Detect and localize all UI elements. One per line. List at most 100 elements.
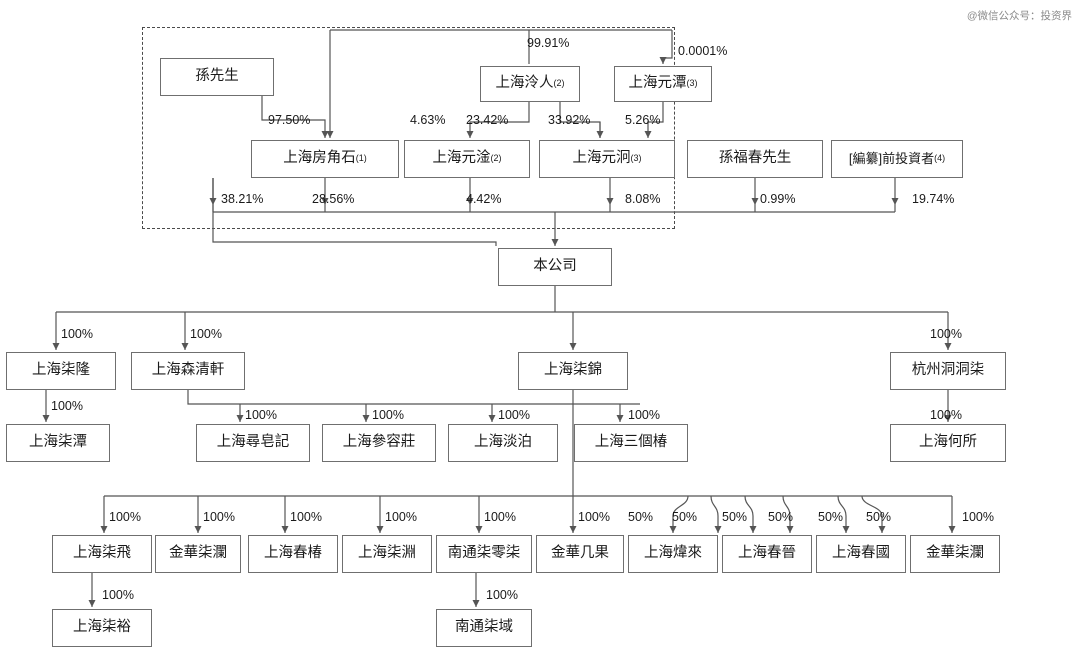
- node-sangechun[interactable]: 上海三個椿: [574, 424, 688, 462]
- node-sup: (2): [553, 78, 565, 89]
- pct-label: 33.92%: [548, 113, 590, 127]
- pct-text: 97.50%: [268, 113, 311, 127]
- pct-label: 100%: [930, 408, 962, 422]
- node-qifei[interactable]: 上海柒飛: [52, 535, 152, 573]
- node-qitan[interactable]: 上海柒潭: [6, 424, 110, 462]
- pct-label: 38.21%: [221, 192, 263, 206]
- node-label: 金華柒瀾: [926, 545, 984, 562]
- node-qilong[interactable]: 上海柒隆: [6, 352, 116, 390]
- pct-label: 23.42%: [466, 113, 508, 127]
- pct-text: 100%: [245, 408, 277, 422]
- node-label: 上海元淦: [432, 150, 491, 167]
- node-label: 孫先生: [195, 68, 239, 85]
- node-danbo[interactable]: 上海淡泊: [448, 424, 558, 462]
- pct-text: 100%: [51, 399, 83, 413]
- pct-text: 50%: [818, 510, 844, 524]
- pct-text: 23.42%: [466, 113, 509, 127]
- node-yuanquan[interactable]: 上海元淦(2): [404, 140, 530, 178]
- pct-text: 100%: [372, 408, 404, 422]
- pct-label: 100%: [486, 588, 518, 602]
- node-yuanjiong[interactable]: 上海元泂(3): [539, 140, 675, 178]
- node-chunguo[interactable]: 上海春國: [816, 535, 906, 573]
- pct-label: 19.74%: [912, 192, 954, 206]
- node-label: 杭州洞洞柒: [911, 362, 985, 379]
- node-label: 上海柒隆: [32, 362, 90, 379]
- node-jinhua-qilan[interactable]: 金華柒瀾: [155, 535, 241, 573]
- pct-label: 100%: [498, 408, 530, 422]
- pct-label: 100%: [109, 510, 141, 524]
- pct-text: 100%: [930, 408, 962, 422]
- node-label: 上海房角石: [283, 150, 356, 167]
- node-label: 南通柒零柒: [447, 545, 521, 562]
- pct-text: 99.91%: [527, 36, 570, 50]
- node-label: 上海春晉: [738, 545, 796, 562]
- node-label: 上海柒淵: [358, 545, 416, 562]
- node-pre-investor[interactable]: [編纂]前投資者(4): [831, 140, 963, 178]
- node-label: 上海元潭: [628, 75, 687, 92]
- node-sun[interactable]: 孫先生: [160, 58, 274, 96]
- node-nantong-qiyu[interactable]: 南通柒域: [436, 609, 532, 647]
- node-jinhua-qilan-2[interactable]: 金華柒瀾: [910, 535, 1000, 573]
- pct-label: 50%: [818, 510, 843, 524]
- pct-label: 97.50%: [268, 113, 310, 127]
- node-label: 金華柒瀾: [169, 545, 227, 562]
- pct-label: 0.99%: [760, 192, 795, 206]
- node-label: 南通柒域: [455, 619, 513, 636]
- pct-text: 100%: [61, 327, 93, 341]
- pct-label: 4.63%: [410, 113, 445, 127]
- node-sunfuchun[interactable]: 孫福春先生: [687, 140, 823, 178]
- node-qiyu[interactable]: 上海柒裕: [52, 609, 152, 647]
- pct-text: 100%: [962, 510, 994, 524]
- pct-label: 50%: [628, 510, 653, 524]
- pct-text: 4.42%: [466, 192, 502, 206]
- pct-text: 100%: [290, 510, 322, 524]
- node-weilai[interactable]: 上海煒來: [628, 535, 718, 573]
- node-sup: (3): [630, 153, 642, 164]
- node-chunchun[interactable]: 上海春椿: [248, 535, 338, 573]
- node-jinhua-jiguo[interactable]: 金華几果: [536, 535, 624, 573]
- node-label: 上海柒裕: [73, 619, 131, 636]
- node-nantong-qilingqi[interactable]: 南通柒零柒: [436, 535, 532, 573]
- pct-text: 5.26%: [625, 113, 661, 127]
- node-lingren[interactable]: 上海泠人(2): [480, 66, 580, 102]
- pct-text: 100%: [109, 510, 141, 524]
- node-chunjin[interactable]: 上海春晉: [722, 535, 812, 573]
- pct-label: 50%: [768, 510, 793, 524]
- pct-label: 100%: [290, 510, 322, 524]
- pct-text: 50%: [628, 510, 654, 524]
- pct-text: 100%: [385, 510, 417, 524]
- pct-label: 99.91%: [527, 36, 569, 50]
- node-qiyuan[interactable]: 上海柒淵: [342, 535, 432, 573]
- node-xunzaoji[interactable]: 上海尋皂記: [196, 424, 310, 462]
- node-label: 本公司: [533, 258, 577, 275]
- pct-label: 50%: [672, 510, 697, 524]
- pct-label: 100%: [385, 510, 417, 524]
- pct-label: 100%: [102, 588, 134, 602]
- node-sup: (1): [355, 153, 367, 164]
- node-company[interactable]: 本公司: [498, 248, 612, 286]
- pct-text: 100%: [578, 510, 610, 524]
- node-qijin[interactable]: 上海柒錦: [518, 352, 628, 390]
- node-hangzhou[interactable]: 杭州洞洞柒: [890, 352, 1006, 390]
- node-shenrongzhuang[interactable]: 上海參容莊: [322, 424, 436, 462]
- pct-text: 100%: [102, 588, 134, 602]
- node-yuantan[interactable]: 上海元潭(3): [614, 66, 712, 102]
- node-hesuo[interactable]: 上海何所: [890, 424, 1006, 462]
- node-label: [編纂]前投資者: [848, 150, 935, 166]
- pct-label: 100%: [484, 510, 516, 524]
- pct-label: 28.56%: [312, 192, 354, 206]
- pct-text: 19.74%: [912, 192, 955, 206]
- pct-label: 100%: [245, 408, 277, 422]
- node-senqingxuan[interactable]: 上海森清軒: [131, 352, 245, 390]
- node-label: 上海何所: [919, 434, 977, 451]
- node-label: 上海元泂: [572, 150, 631, 167]
- pct-text: 100%: [498, 408, 530, 422]
- node-label: 上海森清軒: [151, 362, 225, 379]
- pct-label: 100%: [578, 510, 610, 524]
- node-sup: (4): [934, 153, 946, 164]
- pct-label: 4.42%: [466, 192, 501, 206]
- node-fangjiaoshi[interactable]: 上海房角石(1): [251, 140, 399, 178]
- node-label: 上海柒飛: [73, 545, 131, 562]
- pct-text: 100%: [930, 327, 962, 341]
